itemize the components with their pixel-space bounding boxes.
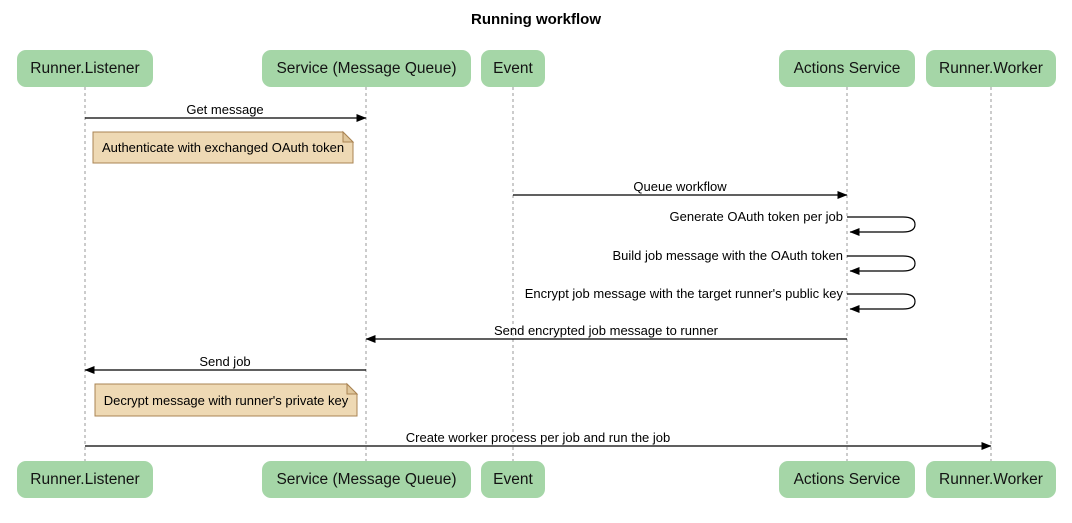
message-label-get-message: Get message	[186, 102, 264, 117]
message-arrows	[84, 114, 992, 450]
note-shape-decrypt	[94, 383, 358, 417]
message-label-queue-workflow: Queue workflow	[633, 179, 727, 194]
note-shape-authenticate	[92, 131, 354, 164]
note-fold-decrypt	[346, 382, 359, 395]
message-label-send-encrypted-job-message: Send encrypted job message to runner	[493, 323, 719, 338]
participant-top-runner-listener: Runner.Listener	[17, 50, 153, 87]
note-shapes	[92, 130, 359, 417]
participant-top-event: Event	[481, 50, 545, 87]
note-fold-authenticate	[342, 130, 355, 143]
message-label-create-worker-process: Create worker process per job and run th…	[405, 430, 671, 445]
participant-bottom-service-message-queue: Service (Message Queue)	[262, 461, 471, 498]
participant-bottom-event: Event	[481, 461, 545, 498]
message-label-encrypt-job-message: Encrypt job message with the target runn…	[524, 286, 843, 301]
participant-top-actions-service: Actions Service	[779, 50, 915, 87]
participant-top-runner-worker: Runner.Worker	[926, 50, 1056, 87]
participant-top-service-message-queue: Service (Message Queue)	[262, 50, 471, 87]
arrow-self-generate-oauth-token	[847, 216, 916, 236]
note-text-decrypt: Decrypt message with runner's private ke…	[103, 392, 349, 408]
arrow-self-encrypt-job-message	[847, 293, 916, 313]
arrow-self-build-job-message	[847, 255, 916, 275]
note-text-authenticate: Authenticate with exchanged OAuth token	[101, 140, 345, 155]
participant-bottom-runner-listener: Runner.Listener	[17, 461, 153, 498]
diagram-title: Running workflow	[471, 11, 601, 28]
lifelines	[84, 87, 992, 461]
participant-bottom-runner-worker: Runner.Worker	[926, 461, 1056, 498]
message-label-generate-oauth-token: Generate OAuth token per job	[669, 209, 843, 224]
message-label-send-job: Send job	[199, 354, 251, 369]
participant-bottom-actions-service: Actions Service	[779, 461, 915, 498]
message-label-build-job-message: Build job message with the OAuth token	[612, 248, 843, 263]
